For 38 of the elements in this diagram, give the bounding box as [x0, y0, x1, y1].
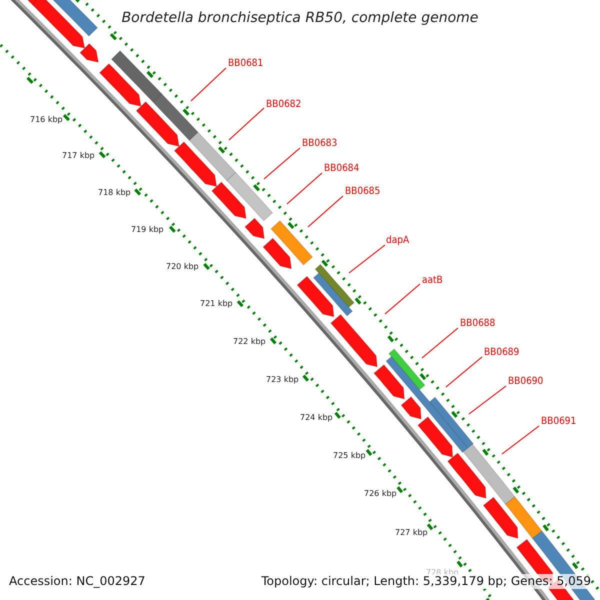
gene-label: BB0684: [324, 163, 360, 175]
gene-label: BB0690: [508, 376, 544, 388]
leader-line: [384, 284, 420, 314]
leader-line: [422, 328, 458, 358]
tick-label: 725 kbp: [333, 451, 366, 461]
leader-line: [190, 68, 226, 102]
tick-label: 720 kbp: [166, 262, 199, 272]
leader-line: [446, 356, 482, 388]
genome-summary-text: Topology: circular; Length: 5,339,179 bp; Genes: 5,059: [261, 574, 591, 589]
accession-text: Accession: NC_002927: [9, 574, 146, 589]
leader-line: [348, 244, 386, 274]
leader-line: [502, 426, 540, 454]
leader-line: [308, 196, 344, 228]
tick-label: 719 kbp: [131, 225, 164, 235]
tick-label: 726 kbp: [364, 489, 397, 499]
gene-label: dapA: [386, 235, 410, 247]
tick-label: 723 kbp: [266, 375, 299, 385]
gene-label: BB0685: [345, 186, 380, 198]
gene-label: BB0682: [266, 99, 302, 111]
gene-label: BB0683: [302, 138, 338, 150]
tick-label: 721 kbp: [200, 299, 233, 309]
leader-line: [264, 148, 300, 180]
gene-label: BB0688: [460, 318, 496, 330]
tick-label: 728 kbp: [426, 568, 459, 577]
tick-label: 716 kbp: [30, 115, 63, 125]
gene-label: BB0689: [484, 347, 520, 359]
tick-label: 717 kbp: [62, 151, 95, 161]
leader-line: [286, 172, 322, 204]
title: Bordetella bronchiseptica RB50, complete genome: [122, 10, 478, 26]
gene-label: BB0681: [228, 58, 264, 70]
tick-label: 724 kbp: [300, 413, 333, 423]
leader-line: [228, 108, 264, 140]
tick-label: 727 kbp: [395, 528, 428, 538]
gene-label: aatB: [422, 275, 443, 287]
gene-label: BB0691: [541, 416, 576, 428]
tick-label: 722 kbp: [233, 337, 266, 347]
tick-label: 718 kbp: [98, 188, 131, 198]
leader-line: [468, 386, 506, 414]
